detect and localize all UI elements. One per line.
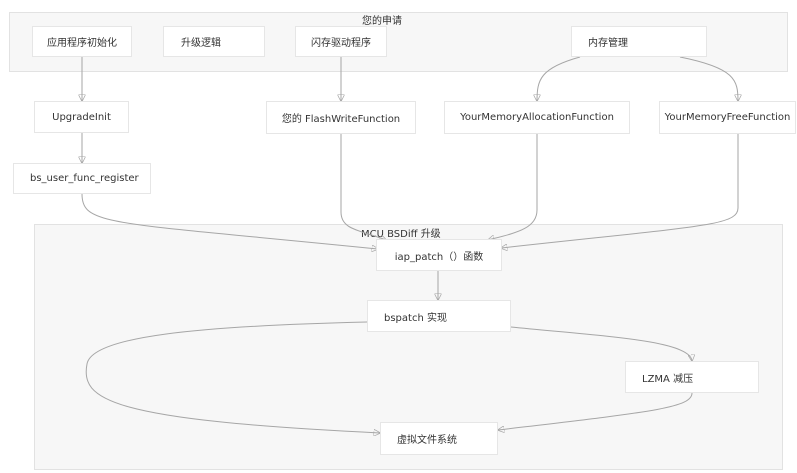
node-vfs[interactable]: 虚拟文件系统 <box>380 422 498 455</box>
node-bspatch[interactable]: bspatch 实现 <box>367 300 511 332</box>
node-memory-allocation-function[interactable]: YourMemoryAllocationFunction <box>444 101 630 134</box>
node-upgrade-init[interactable]: UpgradeInit <box>34 101 129 133</box>
node-app-init[interactable]: 应用程序初始化 <box>32 26 132 57</box>
node-flash-write-function[interactable]: 您的 FlashWriteFunction <box>266 101 416 134</box>
node-lzma[interactable]: LZMA 减压 <box>625 361 759 393</box>
group-your-app-title: 您的申请 <box>362 16 402 27</box>
node-upgrade-logic[interactable]: 升级逻辑 <box>163 26 265 57</box>
node-flash-driver[interactable]: 闪存驱动程序 <box>295 26 387 57</box>
node-iap-patch[interactable]: iap_patch（）函数 <box>376 239 502 271</box>
node-memory-mgmt[interactable]: 内存管理 <box>571 26 707 57</box>
group-mcu-upgrade-title: MCU BSDiff 升级 <box>361 229 441 240</box>
node-bs-user-func-register[interactable]: bs_user_func_register <box>13 163 151 194</box>
node-memory-free-function[interactable]: YourMemoryFreeFunction <box>659 101 796 134</box>
